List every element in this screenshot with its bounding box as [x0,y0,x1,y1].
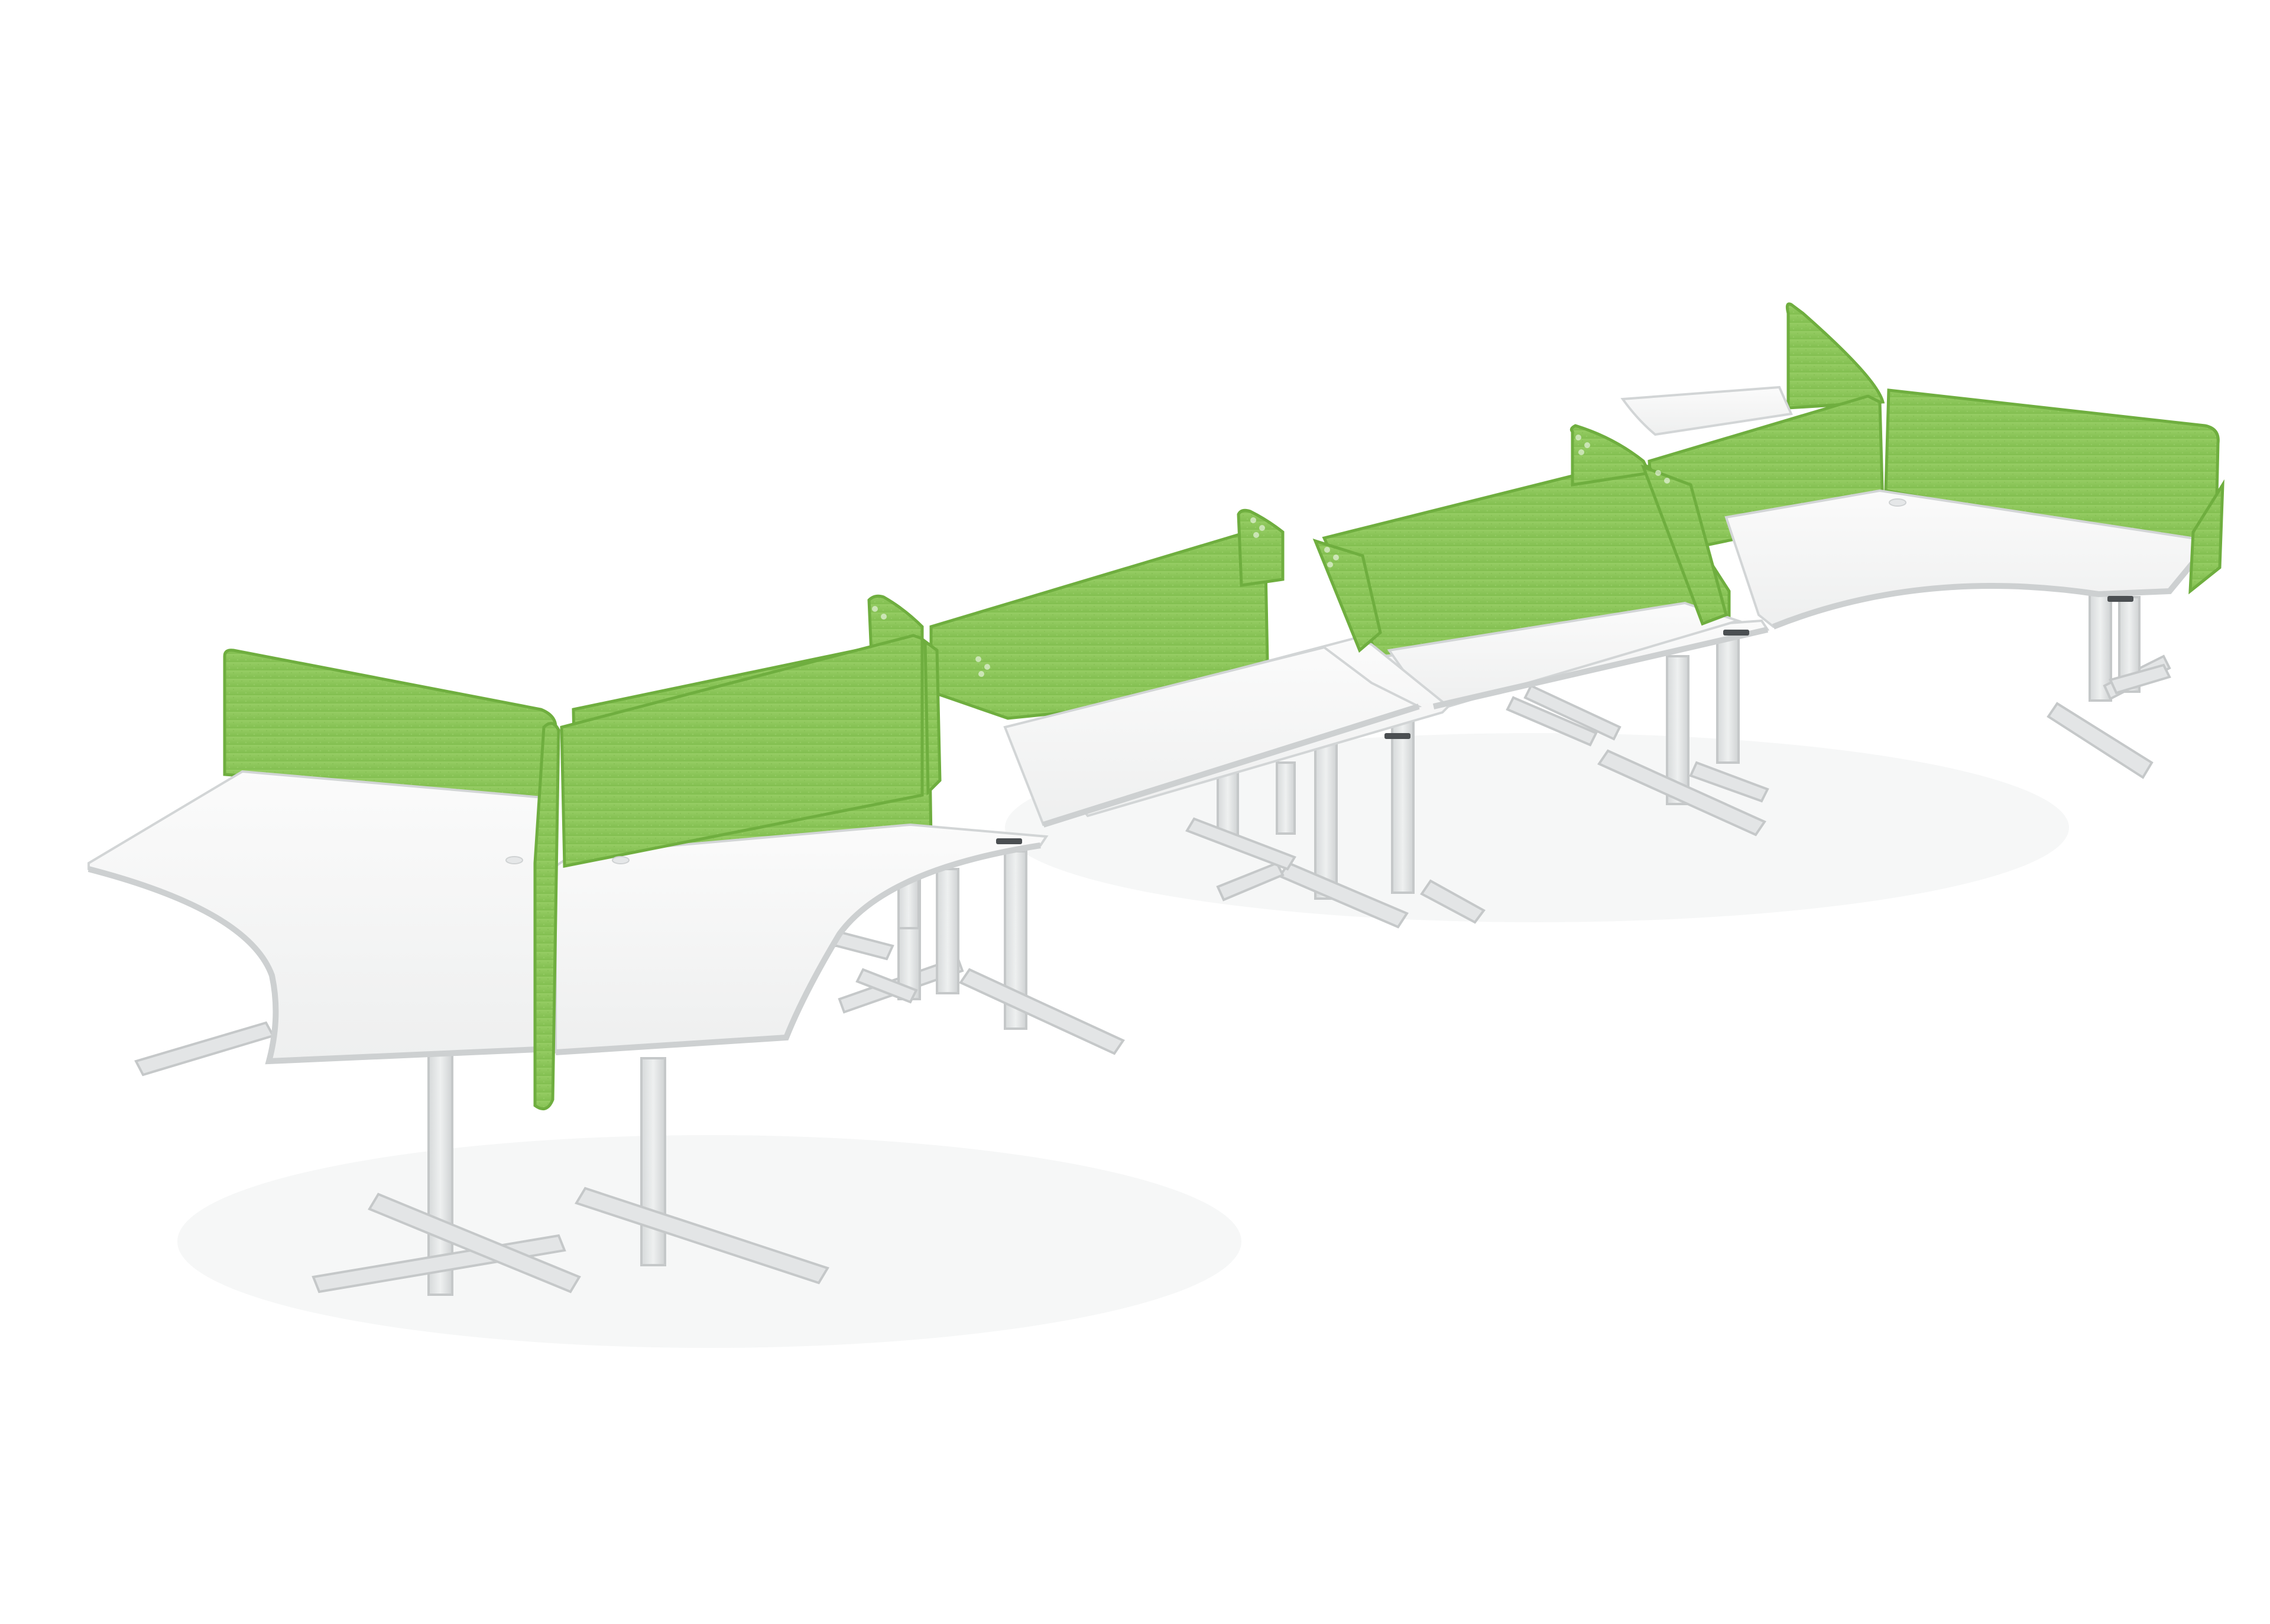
privacy-screen [1640,464,1729,626]
desk-edges [87,539,2213,1065]
desk-leg [855,862,921,1004]
height-controls [996,596,2133,844]
desk-leg [936,868,959,994]
desk-leg [574,1057,830,1285]
screen-hole-patterns [872,435,1670,677]
height-control-icon [2107,596,2133,602]
height-control-icon [1723,630,1749,636]
desk-leg [312,1051,581,1296]
desk-top [1620,385,1793,436]
desk-frames [134,587,2171,1296]
privacy-screens-front [533,464,2224,1111]
desk-leg [1216,720,1409,929]
privacy-screen [1569,424,1652,487]
desk-tops [87,385,2213,1063]
privacy-screen [1785,302,1885,410]
privacy-screen [1237,508,1285,587]
privacy-screen [560,634,924,868]
desk-grommets [505,498,1906,864]
privacy-screen [1312,539,1382,653]
privacy-screen [533,722,560,1111]
desk-leg [1276,761,1296,835]
desk-leg [2109,596,2171,695]
height-control-icon [996,838,1022,844]
privacy-screen [923,638,942,796]
desk-leg [134,1021,275,1077]
desk-leg [1523,655,1766,837]
privacy-screen [2188,479,2224,595]
desk-top [87,770,552,1063]
height-control-icon [1384,733,1410,739]
